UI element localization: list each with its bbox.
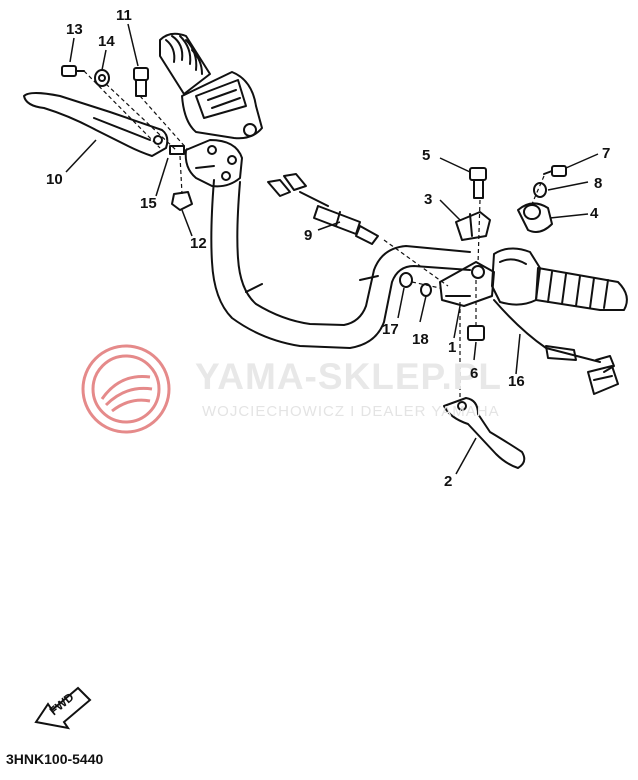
watermark-title: YAMA-SKLEP.PL bbox=[195, 356, 503, 397]
screw-15 bbox=[169, 145, 185, 155]
left-switch-housing bbox=[181, 71, 263, 140]
callout-12[interactable]: 12 bbox=[190, 235, 207, 252]
callout-8[interactable]: 8 bbox=[594, 175, 603, 192]
washer-14 bbox=[94, 69, 110, 87]
nut-12 bbox=[171, 191, 193, 211]
bolt-7 bbox=[543, 165, 567, 177]
callout-15[interactable]: 15 bbox=[140, 195, 157, 212]
callout-6[interactable]: 6 bbox=[470, 365, 479, 382]
part-17 bbox=[399, 272, 413, 288]
callout-17[interactable]: 17 bbox=[382, 321, 399, 338]
callout-1[interactable]: 1 bbox=[448, 339, 457, 356]
bolt-5 bbox=[469, 167, 487, 199]
callout-14[interactable]: 14 bbox=[98, 33, 115, 50]
callout-4[interactable]: 4 bbox=[590, 205, 599, 222]
bolt-11 bbox=[133, 67, 149, 97]
nut-6 bbox=[467, 325, 485, 341]
callout-10[interactable]: 10 bbox=[46, 171, 63, 188]
callout-13[interactable]: 13 bbox=[66, 21, 83, 38]
washer-8 bbox=[533, 182, 547, 198]
callout-leaders bbox=[65, 23, 599, 475]
callout-3[interactable]: 3 bbox=[424, 191, 433, 208]
switch-cable-9 bbox=[267, 173, 379, 245]
watermark-subtitle: WOJCIECHOWICZ I DEALER YAMAHA bbox=[202, 403, 500, 420]
callout-18[interactable]: 18 bbox=[412, 331, 429, 348]
wire-16 bbox=[493, 299, 619, 395]
left-lever bbox=[23, 92, 169, 157]
watermark-logo bbox=[81, 344, 171, 434]
handlebar bbox=[210, 179, 471, 349]
callout-16[interactable]: 16 bbox=[508, 373, 525, 390]
callout-7[interactable]: 7 bbox=[602, 145, 611, 162]
clamp-4 bbox=[517, 202, 553, 233]
right-lever bbox=[443, 397, 526, 469]
fwd-arrow-icon bbox=[34, 686, 92, 730]
right-switch-housing bbox=[491, 247, 541, 306]
bolt-13 bbox=[61, 65, 85, 77]
callout-2[interactable]: 2 bbox=[444, 473, 453, 490]
callout-5[interactable]: 5 bbox=[422, 147, 431, 164]
lever-holder-right bbox=[439, 261, 495, 307]
left-grip bbox=[159, 32, 211, 95]
diagram-code: 3HNK100-5440 bbox=[6, 751, 104, 767]
leader-lines bbox=[83, 70, 545, 398]
lever-holder bbox=[184, 139, 243, 188]
clamp-3 bbox=[455, 211, 491, 241]
callout-9[interactable]: 9 bbox=[304, 227, 313, 244]
callout-11[interactable]: 11 bbox=[116, 7, 132, 24]
right-grip bbox=[535, 267, 628, 311]
